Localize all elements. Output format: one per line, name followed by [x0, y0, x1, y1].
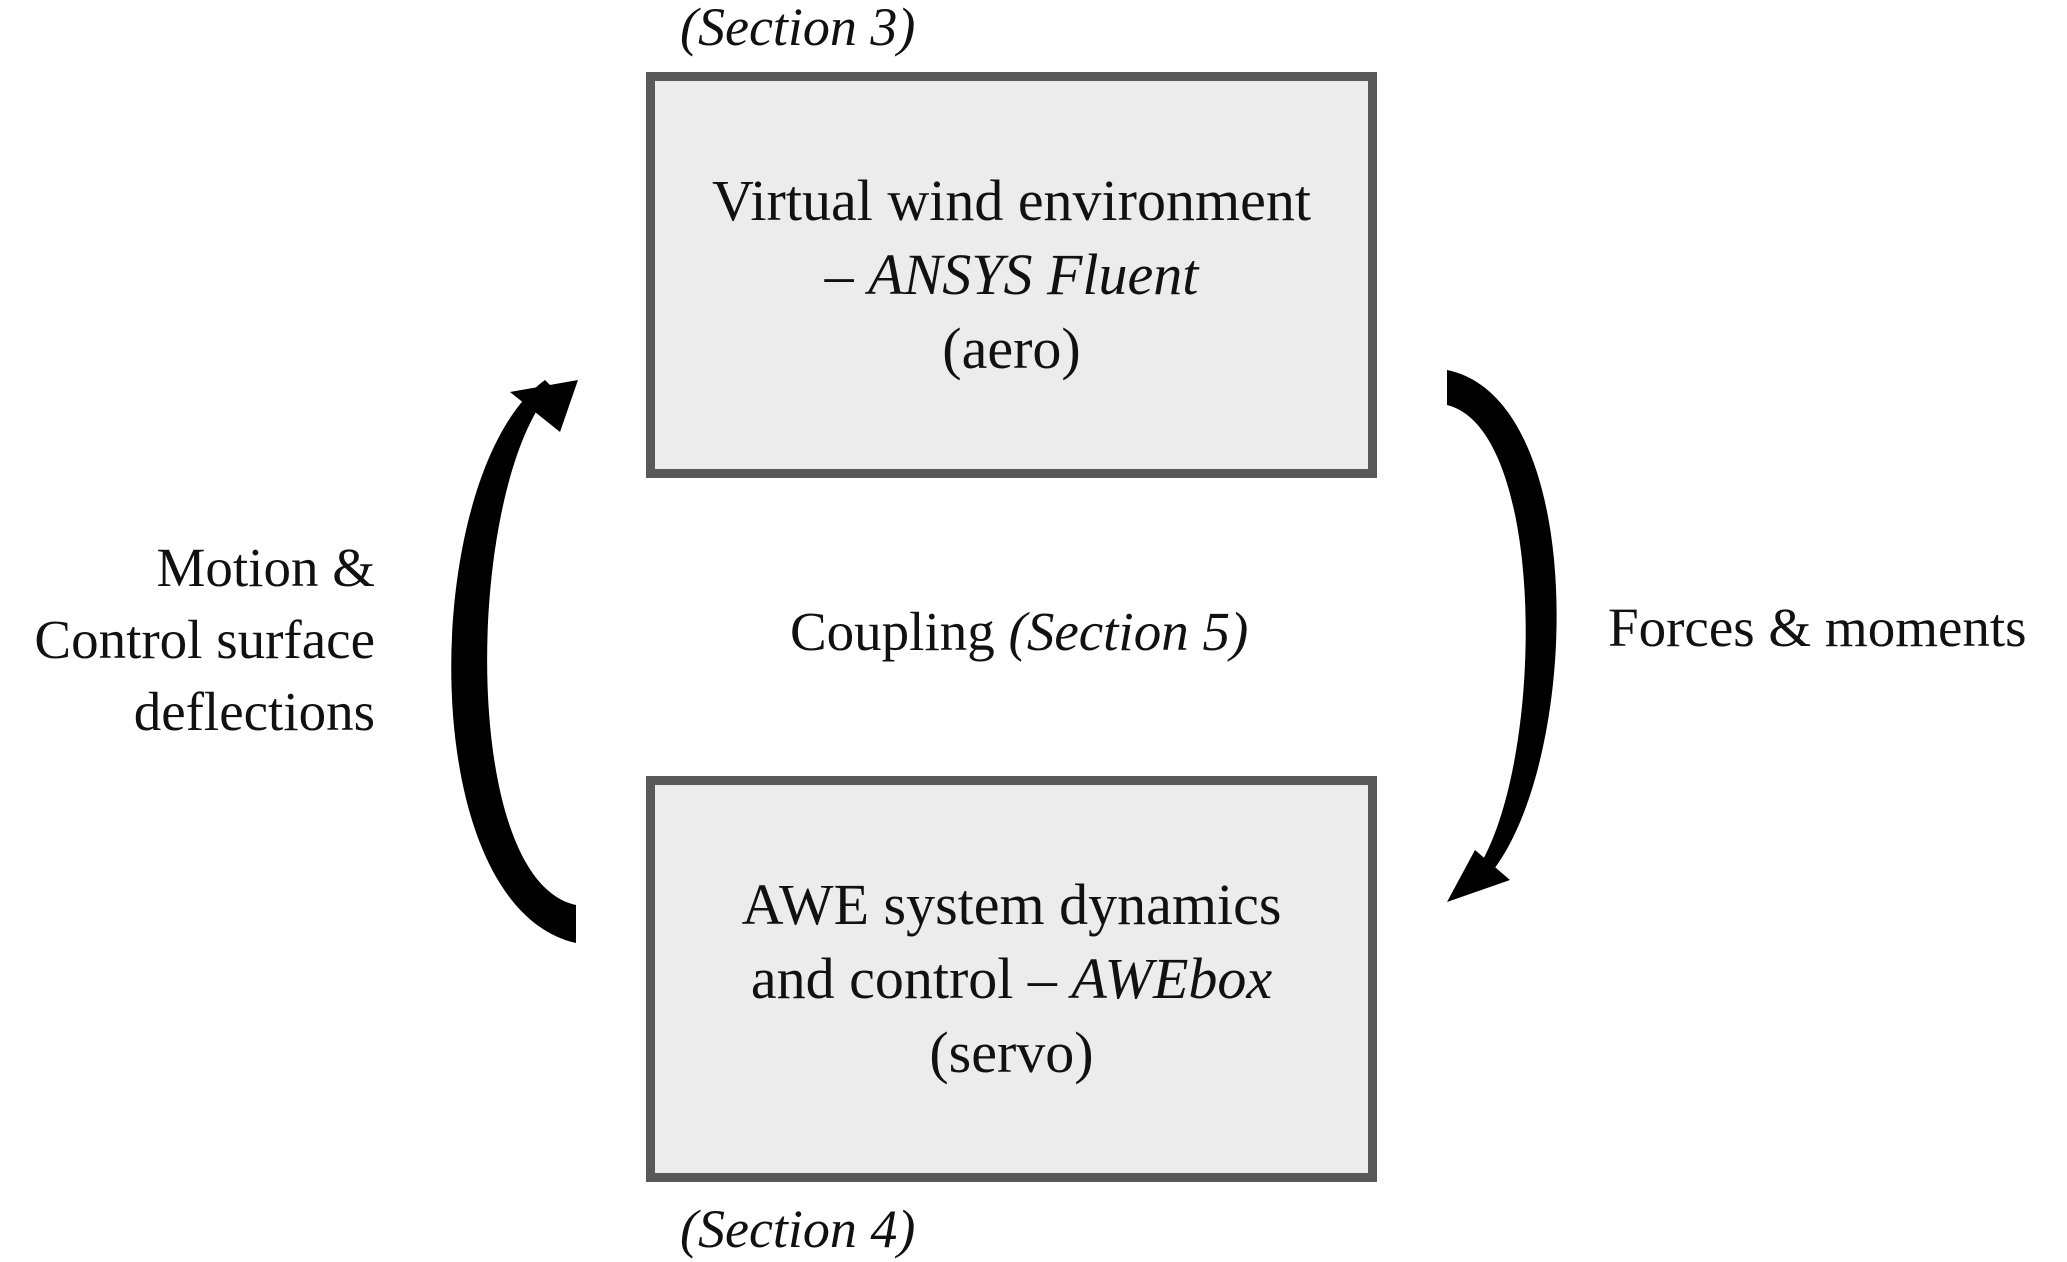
servo-tool-name: AWEbox: [1071, 946, 1273, 1011]
aero-box-subtitle: (aero): [942, 316, 1081, 381]
left-curved-arrow-body: [451, 380, 576, 943]
top-section-label: (Section 3): [680, 0, 916, 57]
right-arrowhead: [1447, 850, 1510, 902]
bottom-section-label: (Section 4): [680, 1199, 916, 1259]
aero-tool-name: ANSYS Fluent: [868, 242, 1199, 307]
coupling-section: (Section 5): [1008, 601, 1249, 662]
servo-box-subtitle: (servo): [929, 1020, 1094, 1085]
left-arrowhead: [510, 380, 578, 432]
aero-box: Virtual wind environment – ANSYS Fluent …: [646, 72, 1377, 478]
aero-box-title: Virtual wind environment: [712, 168, 1311, 233]
aero-dash: –: [824, 242, 869, 307]
servo-box-title: AWE system dynamics: [741, 872, 1282, 937]
motion-label-line3: deflections: [133, 681, 375, 742]
aero-box-tool-line: – ANSYS Fluent: [825, 238, 1199, 312]
forces-label: Forces & moments: [1608, 597, 2027, 658]
coupling-label: Coupling (Section 5): [790, 596, 1248, 668]
motion-label: Motion & Control surface deflections: [34, 532, 375, 748]
servo-box-tool-line: and control – AWEbox: [751, 942, 1272, 1016]
coupling-text: Coupling: [790, 601, 995, 662]
right-curved-arrow-body: [1447, 370, 1557, 885]
motion-label-line1: Motion &: [156, 537, 376, 598]
servo-box: AWE system dynamics and control – AWEbox…: [646, 776, 1377, 1182]
servo-prefix: and control –: [750, 946, 1072, 1011]
motion-label-line2: Control surface: [34, 609, 375, 670]
